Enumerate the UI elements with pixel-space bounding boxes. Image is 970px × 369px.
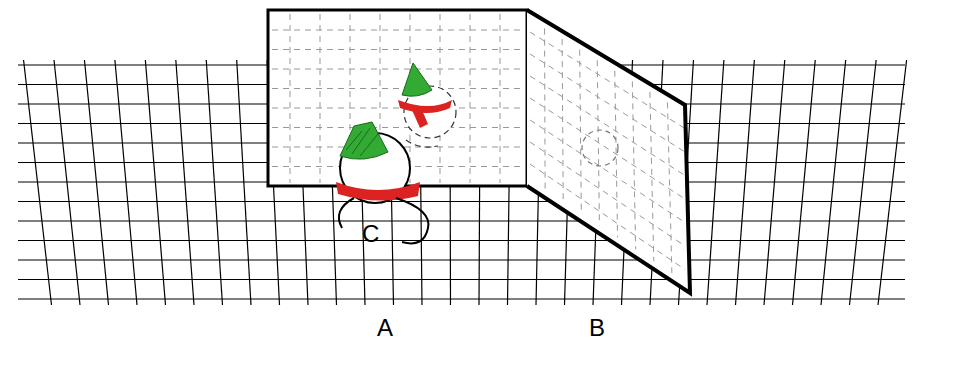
- grid-line: [18, 201, 905, 202]
- grid-line: [878, 60, 907, 305]
- grid-line: [18, 259, 905, 260]
- grid-line: [793, 60, 816, 305]
- reflected-body-top: [406, 140, 438, 147]
- grid-line: [530, 54, 685, 152]
- reflected-hat: [402, 63, 432, 96]
- grid-line: [530, 120, 685, 223]
- grid-line: [272, 49, 523, 50]
- grid-line: [500, 14, 501, 183]
- grid-line: [145, 60, 165, 305]
- grid-line: [206, 60, 222, 305]
- snowman-body-outline: [332, 196, 436, 254]
- grid-line: [272, 127, 523, 128]
- grid-line: [530, 98, 685, 199]
- grid-line: [667, 102, 671, 273]
- hat-stripes: [346, 128, 378, 156]
- grid-line: [764, 60, 785, 305]
- reflected-scarf-end: [412, 110, 428, 128]
- grid-line: [530, 164, 685, 270]
- grid-line: [115, 60, 137, 305]
- grid-line: [470, 14, 471, 183]
- grid-line: [707, 60, 724, 305]
- grid-line: [272, 88, 523, 89]
- snowman-scarf: [336, 182, 420, 201]
- mirror-b-reflection-grid: [530, 29, 685, 274]
- mirror-b-frame: [527, 10, 690, 293]
- grid-line: [18, 220, 905, 221]
- reflection-in-mirror-b: [582, 130, 618, 166]
- snowman-body: C: [332, 196, 436, 254]
- grid-line: [18, 240, 905, 241]
- view-label: A: [377, 316, 393, 340]
- grid-line: [272, 30, 523, 31]
- grid-line: [530, 32, 685, 129]
- mirror-b-face: [527, 10, 690, 293]
- grid-line: [272, 108, 523, 109]
- grid-line: [18, 298, 905, 299]
- grid-line: [24, 60, 52, 305]
- grid-line: [272, 69, 523, 70]
- grid-line: [18, 279, 905, 280]
- view-label: B: [589, 316, 605, 340]
- snowman-hat: [340, 122, 388, 159]
- snowman-body-arc: [339, 198, 429, 243]
- grid-line: [84, 60, 108, 305]
- grid-line: [290, 14, 291, 183]
- grid-line: [54, 60, 80, 305]
- grid-line: [530, 142, 685, 246]
- grid-line: [176, 60, 194, 305]
- grid-line: [544, 29, 546, 190]
- part-letter: C: [362, 222, 379, 246]
- grid-line: [580, 50, 582, 214]
- grid-line: [736, 60, 755, 305]
- reflected-scarf: [398, 100, 452, 113]
- grid-line: [320, 14, 321, 183]
- grid-line: [850, 60, 877, 305]
- grid-line: [562, 39, 563, 202]
- grid-line: [237, 60, 251, 305]
- grid-line: [821, 60, 846, 305]
